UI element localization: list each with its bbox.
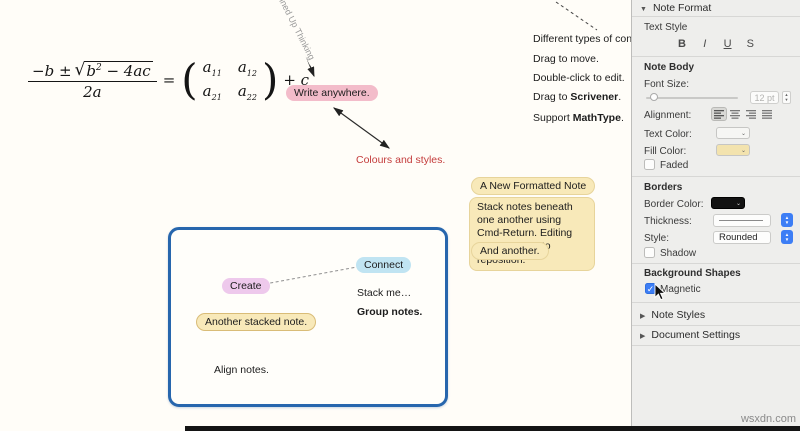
sqrt-sign: √ [74,59,86,80]
note-tip[interactable]: Different types of connecti [533,33,631,45]
font-size-field[interactable]: 12 pt [750,91,779,104]
bold-button[interactable]: B [678,38,686,50]
alignment-buttons [711,107,775,121]
font-size-stepper[interactable]: ▲▼ [782,91,791,104]
numerator-prefix: −b ± [32,61,72,80]
line-thickness-sample [719,220,763,221]
note-stack-me[interactable]: Stack me… [357,287,412,299]
watermark: wsxdn.com [740,413,796,425]
dashed-connection-top [555,1,598,31]
border-color-label: Border Color: [644,199,704,210]
equals-sign: = [162,71,176,89]
background-shapes-label: Background Shapes [644,268,741,279]
font-size-slider-thumb[interactable] [650,93,658,101]
font-size-slider[interactable] [646,97,738,99]
chevron-down-icon: ⌄ [740,147,746,154]
italic-button[interactable]: I [703,38,707,50]
divider [632,16,800,17]
chevron-down-icon: ⌄ [740,130,746,137]
text-style-buttons: B I U S [672,38,760,50]
fill-color-dropdown[interactable]: ⌄ [716,144,750,156]
fraction: −b ± √ b2 − 4ac 2a [28,60,157,101]
chevron-down-icon: ⌄ [735,200,741,207]
note-another-stacked[interactable]: Another stacked note. [196,313,317,331]
note-align-notes[interactable]: Align notes. [214,364,269,376]
right-paren: ) [261,55,279,105]
note-colours-styles[interactable]: Colours and styles. [356,154,446,166]
divider [632,345,800,346]
border-color-dropdown[interactable]: ⌄ [711,197,745,209]
collapse-triangle-icon: ▼ [640,6,647,13]
collapsed-triangle-icon: ▶ [640,333,646,340]
divider [632,263,800,264]
note-styles-section[interactable]: ▶Note Styles [640,309,706,321]
strikethrough-button[interactable]: S [746,38,755,50]
letterbox-bar [185,426,800,431]
note-and-another[interactable]: And another. [471,242,549,260]
matrix: a11 a12 a21 a22 [202,58,257,102]
canvas[interactable]: Joined Up Thinking −b ± √ b2 − 4ac 2a = … [0,0,631,431]
mouse-cursor [654,283,666,301]
border-style-dropdown[interactable]: Rounded [713,231,771,244]
align-left-icon [714,109,724,119]
equation-note[interactable]: −b ± √ b2 − 4ac 2a = ( a11 a12 a21 a22 )… [28,58,309,102]
note-group-notes[interactable]: Group notes. [357,306,423,318]
left-paren: ( [181,55,198,105]
align-center-icon [730,109,740,119]
note-format-header[interactable]: ▼Note Format [640,2,712,14]
note-tip[interactable]: Support MathType. [533,112,624,124]
note-write-anywhere[interactable]: Write anywhere. [286,85,378,101]
formula-suffix: + c [283,71,310,89]
align-right-button[interactable] [743,107,759,121]
text-color-dropdown[interactable]: ⌄ [716,127,750,139]
double-arrow-connection [333,107,390,149]
denominator: 2a [83,82,102,101]
divider [632,56,800,57]
border-style-stepper[interactable]: ▲▼ [781,230,793,244]
faded-checkbox[interactable] [644,159,655,170]
divider [632,302,800,303]
thickness-dropdown[interactable] [713,214,771,227]
shadow-label: Shadow [660,248,697,259]
borders-label: Borders [644,182,683,193]
align-right-icon [746,109,756,119]
note-connect[interactable]: Connect [356,257,412,273]
note-tip[interactable]: Drag to move. [533,53,599,65]
note-create[interactable]: Create [222,278,270,294]
note-new-formatted[interactable]: A New Formatted Note [471,177,596,195]
text-color-label: Text Color: [644,129,692,140]
collapsed-triangle-icon: ▶ [640,313,646,320]
align-justify-button[interactable] [759,107,775,121]
radicand: b2 − 4ac [84,60,153,80]
alignment-label: Alignment: [644,110,692,121]
note-tip[interactable]: Drag to Scrivener. [533,91,622,103]
inspector-panel: ▼Note Format Text Style B I U S Note Bod… [631,0,800,431]
thickness-stepper[interactable]: ▲▼ [781,213,793,227]
dashed-connection-create-connect [253,266,358,287]
note-tip[interactable]: Double-click to edit. [533,72,625,84]
note-body-label: Note Body [644,62,694,73]
font-size-label: Font Size: [644,79,690,90]
divider [632,325,800,326]
align-center-button[interactable] [727,107,743,121]
divider [632,176,800,177]
magnetic-label: Magnetic [660,284,701,295]
text-style-label: Text Style [644,22,688,33]
fill-color-label: Fill Color: [644,146,687,157]
thickness-label: Thickness: [644,216,692,227]
document-settings-section[interactable]: ▶Document Settings [640,329,741,341]
shadow-checkbox[interactable] [644,247,655,258]
underline-button[interactable]: U [723,38,732,50]
align-justify-icon [762,109,772,119]
align-left-button[interactable] [711,107,727,121]
faded-label: Faded [660,160,689,171]
style-label: Style: [644,233,670,244]
